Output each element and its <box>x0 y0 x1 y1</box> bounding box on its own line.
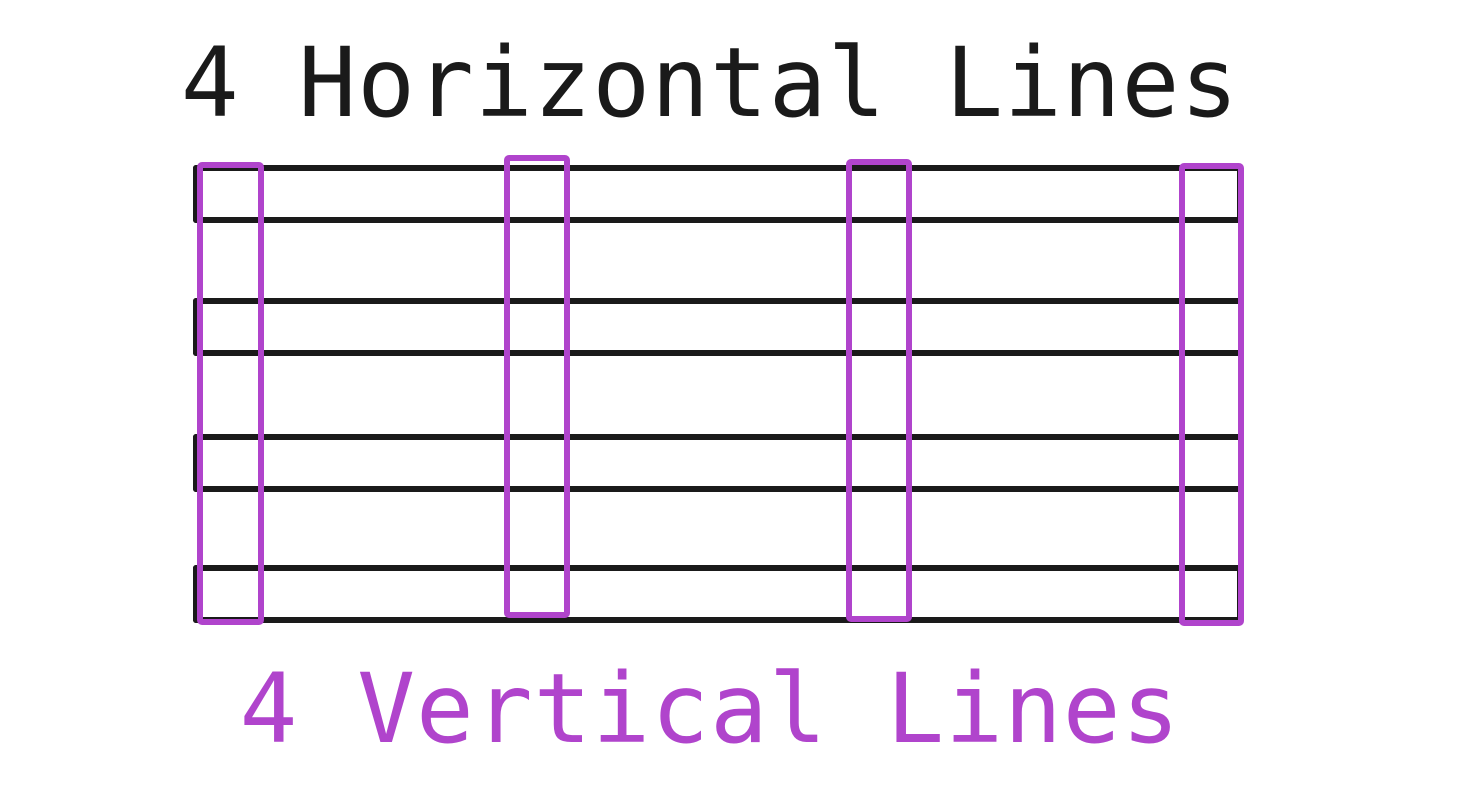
horizontal-line-1 <box>193 165 1243 223</box>
diagram-title: 4 Horizontal Lines <box>181 27 1239 139</box>
horizontal-line-3 <box>193 434 1243 492</box>
vertical-line-1 <box>197 162 264 625</box>
vertical-line-2 <box>504 155 570 618</box>
vertical-line-4 <box>1179 163 1244 626</box>
vertical-lines-group <box>197 155 1244 626</box>
horizontal-lines-group <box>193 165 1243 623</box>
horizontal-line-2 <box>193 298 1243 356</box>
diagram-caption: 4 Vertical Lines <box>240 653 1181 765</box>
horizontal-line-4 <box>193 565 1243 623</box>
vertical-line-3 <box>846 159 912 622</box>
